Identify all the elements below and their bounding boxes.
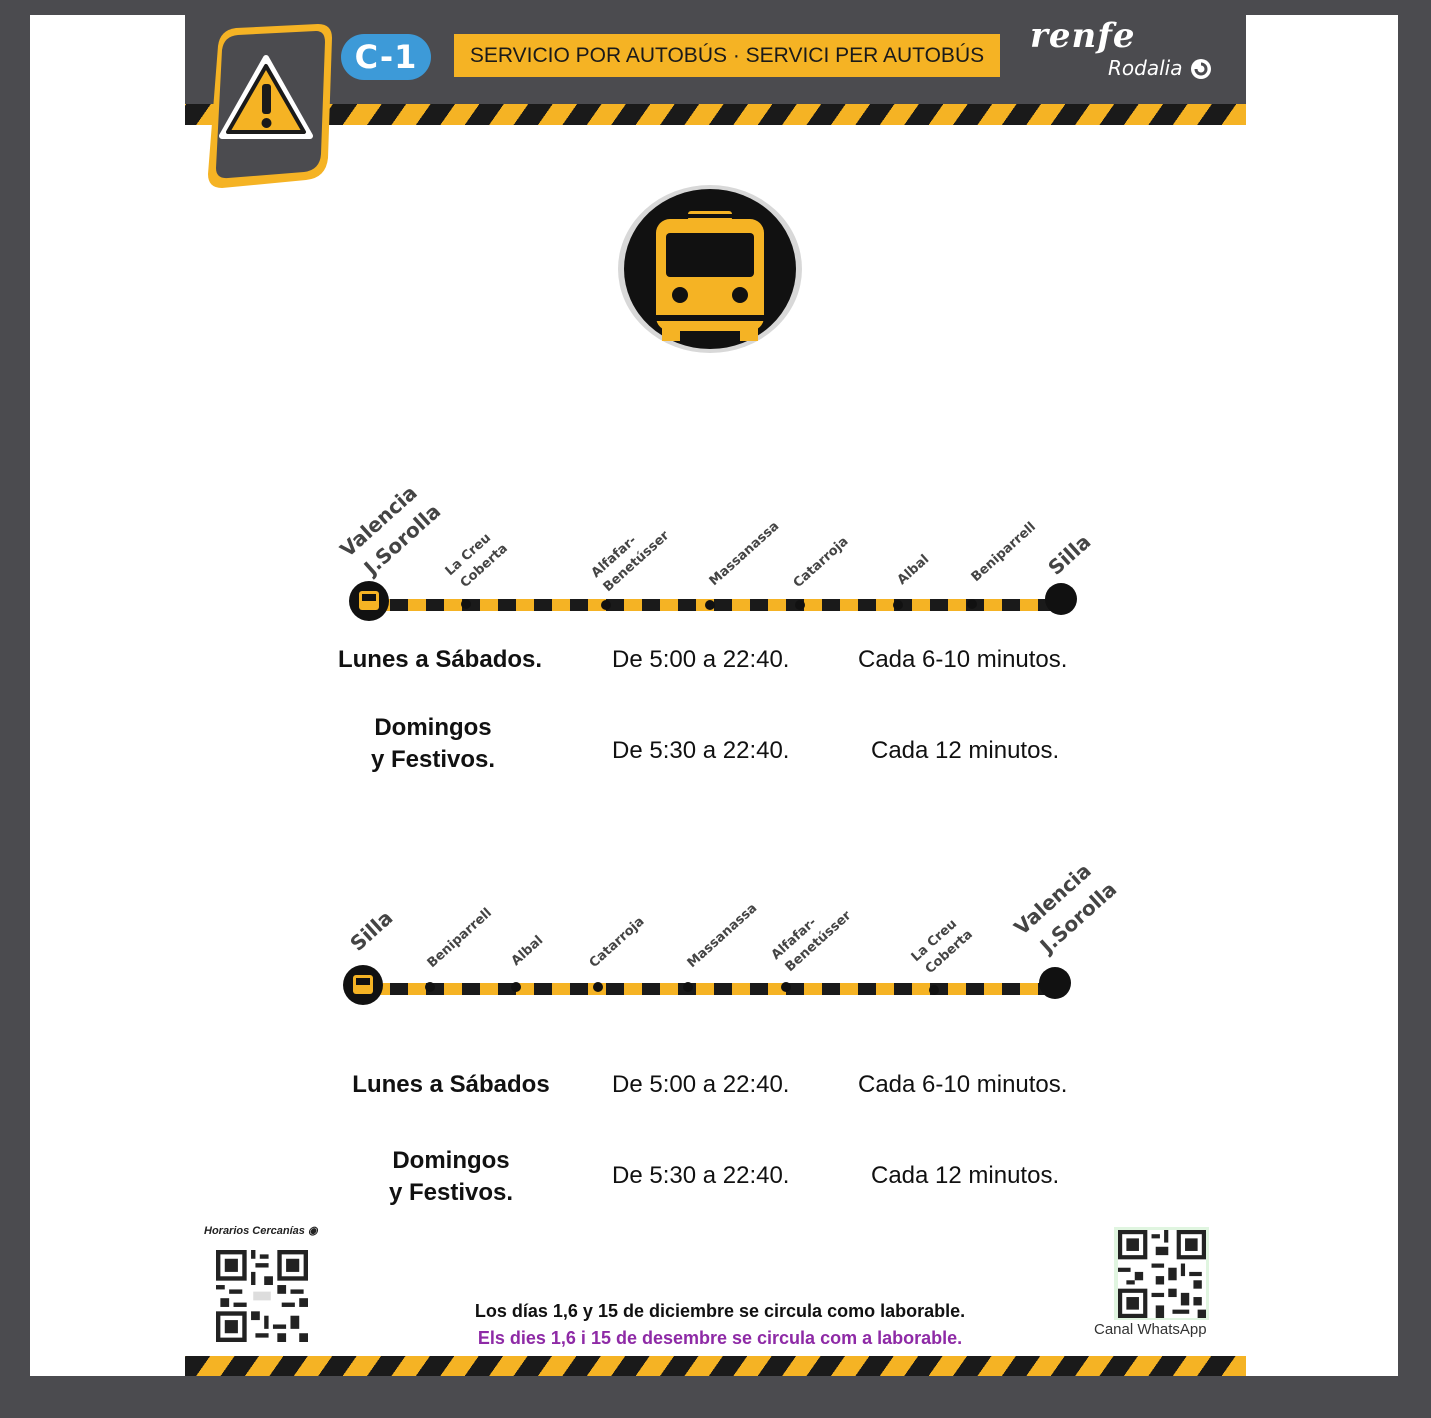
schedule-hours: De 5:00 a 22:40. [612, 646, 790, 673]
qr-code-icon[interactable] [216, 1250, 308, 1342]
route-diagram-outbound: Valencia J.Sorolla La Creu Coberta Alfaf… [335, 480, 1095, 621]
schedule-day: Domingos y Festivos. [336, 1145, 566, 1209]
schedule-day-line: Domingos [374, 714, 492, 741]
stop-label: Beniparrell [969, 520, 1039, 585]
schedule-day: Domingos y Festivos. [318, 712, 548, 776]
qr-right-label: Canal WhatsApp [1094, 1321, 1207, 1338]
schedule-day-line: Domingos [392, 1147, 510, 1174]
holiday-note-spanish: Los días 1,6 y 15 de diciembre se circul… [474, 1301, 966, 1321]
stop-label: Silla [345, 905, 397, 955]
stop-dot [601, 600, 611, 610]
stop-dot [967, 599, 977, 609]
schedule-frequency: Cada 12 minutos. [871, 1162, 1060, 1189]
bus-icon [618, 185, 802, 353]
stop-dot [781, 982, 791, 992]
stop-dot [893, 600, 903, 610]
stop-dot [511, 982, 521, 992]
warning-icon [208, 24, 332, 188]
stop-label: Massanassa [707, 519, 783, 589]
schedule-frequency: Cada 12 minutos. [871, 737, 1060, 764]
stop-label: Albal [895, 552, 933, 588]
stop-dot [929, 985, 939, 995]
qr-left-label-text: Horarios Cercanías [204, 1225, 305, 1237]
hazard-stripe-bottom [185, 1356, 1246, 1376]
service-banner: SERVICIO POR AUTOBÚS · SERVICI PER AUTOB… [454, 34, 1000, 77]
schedule-day: Lunes a Sábados. [337, 646, 543, 673]
schedule-hours: De 5:30 a 22:40. [612, 1162, 790, 1189]
schedule-frequency: Cada 6-10 minutos. [858, 646, 1068, 673]
rodalia-icon: ◉ [307, 1225, 318, 1237]
stop-label: Massanassa [685, 901, 761, 971]
renfe-logo: renfe [1030, 16, 1136, 56]
schedule-frequency: Cada 6-10 minutos. [858, 1071, 1068, 1098]
route-start-bus-icon [343, 965, 383, 1005]
stop-dot [425, 982, 435, 992]
line-badge: C-1 [341, 34, 431, 80]
schedule-hours: De 5:00 a 22:40. [612, 1071, 790, 1098]
rodalia-icon [1191, 59, 1211, 79]
route-end-dot [1045, 583, 1077, 615]
schedule-day: Lunes a Sábados [352, 1071, 550, 1098]
qr-code-icon[interactable] [1118, 1230, 1206, 1318]
schedule-day-line: y Festivos. [388, 1179, 514, 1206]
hazard-stripe-top [185, 104, 1246, 125]
stop-label: Silla [1043, 529, 1095, 579]
route-diagram-return: Silla Beniparrell Albal Catarroja Massan… [343, 858, 1121, 1005]
stop-dot [461, 599, 471, 609]
stop-dot [683, 982, 693, 992]
stop-dot [705, 600, 715, 610]
stop-label: Beniparrell [425, 906, 495, 971]
stop-label: Catarroja [587, 914, 648, 971]
stop-label: Albal [509, 933, 547, 969]
stop-label: Catarroja [791, 534, 852, 591]
holiday-note-valencian: Els dies 1,6 i 15 de desembre se circula… [477, 1328, 963, 1348]
schedule-hours: De 5:30 a 22:40. [612, 737, 790, 764]
route-start-bus-icon [349, 581, 389, 621]
route-end-dot [1039, 967, 1071, 999]
qr-left-label: Horarios Cercanías ◉ [204, 1224, 318, 1237]
stop-dot [795, 600, 805, 610]
stop-dot [593, 982, 603, 992]
schedule-day-line: y Festivos. [370, 746, 496, 773]
route-line [364, 983, 1054, 995]
rodalia-logo: Rodalia [1108, 56, 1183, 80]
